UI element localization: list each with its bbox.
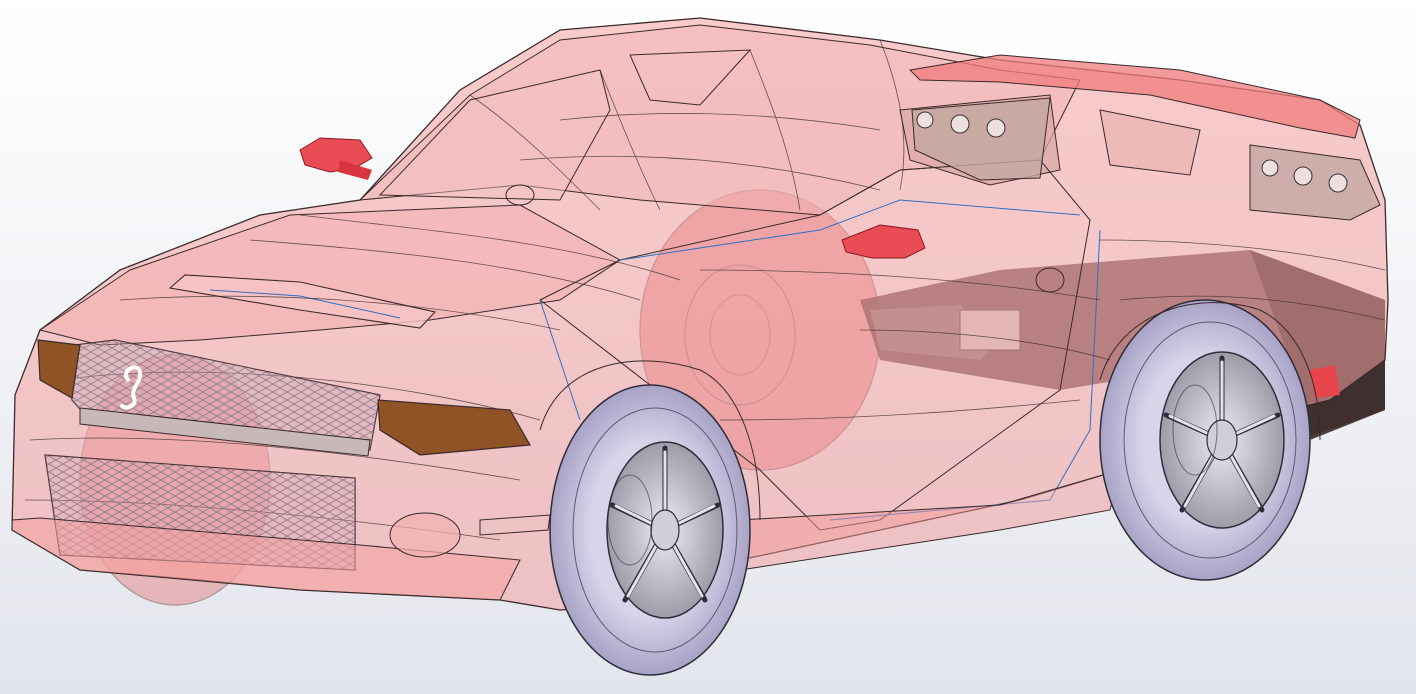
left-side-mirror [299, 137, 373, 173]
right-headlight [377, 399, 531, 456]
car-body [11, 17, 1389, 611]
cobra-emblem-icon [120, 365, 143, 410]
front-fascia [11, 339, 551, 601]
hood-scoop [168, 274, 437, 329]
rear-near-wheel [1099, 299, 1311, 581]
front-near-wheel [549, 384, 751, 676]
rear-light-housing [911, 97, 1381, 221]
left-headlight [37, 339, 81, 399]
right-side-mirror [841, 224, 926, 259]
